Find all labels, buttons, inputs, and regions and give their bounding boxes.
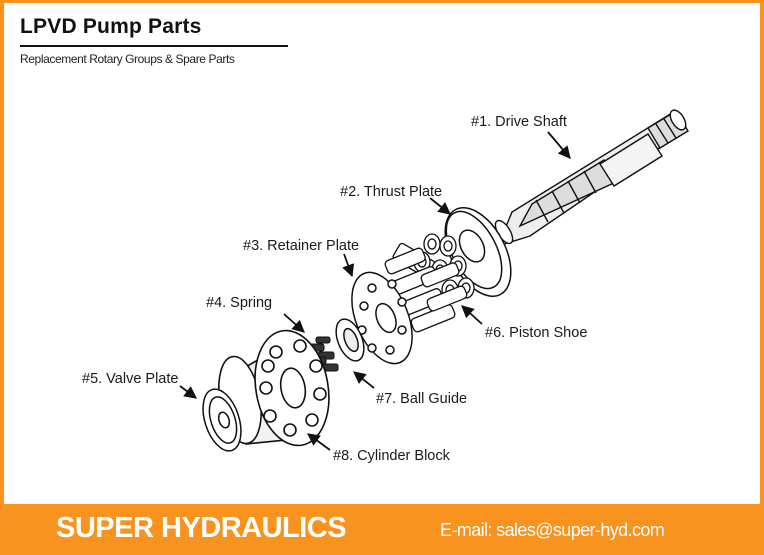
label-spring: #4. Spring: [206, 295, 272, 311]
contact-email[interactable]: E-mail: sales@super-hyd.com: [440, 520, 665, 540]
label-piston-shoe: #6. Piston Shoe: [485, 325, 587, 341]
brand-name: SUPER HYDRAULICS: [56, 512, 347, 544]
page-subtitle: Replacement Rotary Groups & Spare Parts: [20, 52, 235, 66]
piston-shoe-part: [384, 233, 475, 333]
valve-plate-part: [202, 388, 242, 452]
retainer-plate-part: [351, 271, 413, 365]
title-underline: [20, 45, 288, 47]
label-retainer-plate: #3. Retainer Plate: [243, 238, 359, 254]
cylinder-block-part: [218, 329, 330, 447]
label-ball-guide: #7. Ball Guide: [376, 391, 467, 407]
label-valve-plate: #5. Valve Plate: [82, 371, 178, 387]
callout-arrows: [179, 131, 571, 451]
ball-guide-part: [335, 318, 365, 362]
footer-bar: SUPER HYDRAULICS E-mail: sales@super-hyd…: [0, 504, 764, 555]
page-title: LPVD Pump Parts: [20, 15, 202, 38]
drive-shaft-part: [494, 109, 689, 248]
label-thrust-plate: #2. Thrust Plate: [340, 184, 442, 200]
label-drive-shaft: #1. Drive Shaft: [471, 114, 567, 130]
content-panel: [4, 3, 760, 504]
label-cylinder-block: #8. Cylinder Block: [333, 448, 451, 464]
